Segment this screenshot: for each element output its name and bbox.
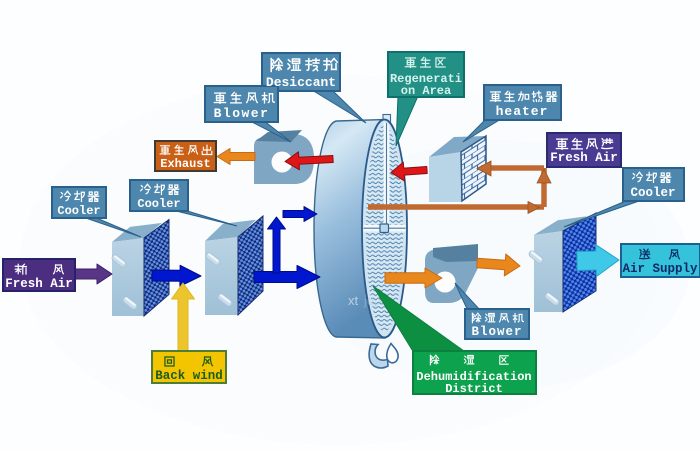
svg-text:Dehumidification: Dehumidification bbox=[416, 370, 531, 384]
svg-text:Blower: Blower bbox=[471, 325, 522, 339]
svg-text:District: District bbox=[445, 382, 503, 396]
svg-text:on Area: on Area bbox=[401, 84, 451, 98]
svg-text:jqjx: jqjx bbox=[363, 293, 384, 308]
svg-text:Cooler: Cooler bbox=[630, 186, 675, 200]
svg-text:Desiccant: Desiccant bbox=[266, 75, 336, 90]
svg-text:Exhaust: Exhaust bbox=[160, 157, 210, 171]
svg-text:Cooler: Cooler bbox=[57, 204, 100, 218]
svg-text:heater: heater bbox=[496, 104, 549, 119]
svg-text:Back wind: Back wind bbox=[155, 369, 223, 383]
svg-text:Fresh Air: Fresh Air bbox=[5, 277, 73, 291]
svg-text:Regenerati: Regenerati bbox=[390, 72, 462, 86]
svg-text:Air Supply: Air Supply bbox=[622, 262, 698, 276]
svg-text:xt: xt bbox=[348, 293, 359, 308]
svg-text:Fresh Air: Fresh Air bbox=[550, 151, 618, 165]
svg-text:Cooler: Cooler bbox=[137, 197, 180, 211]
svg-text:Blower: Blower bbox=[214, 106, 270, 121]
